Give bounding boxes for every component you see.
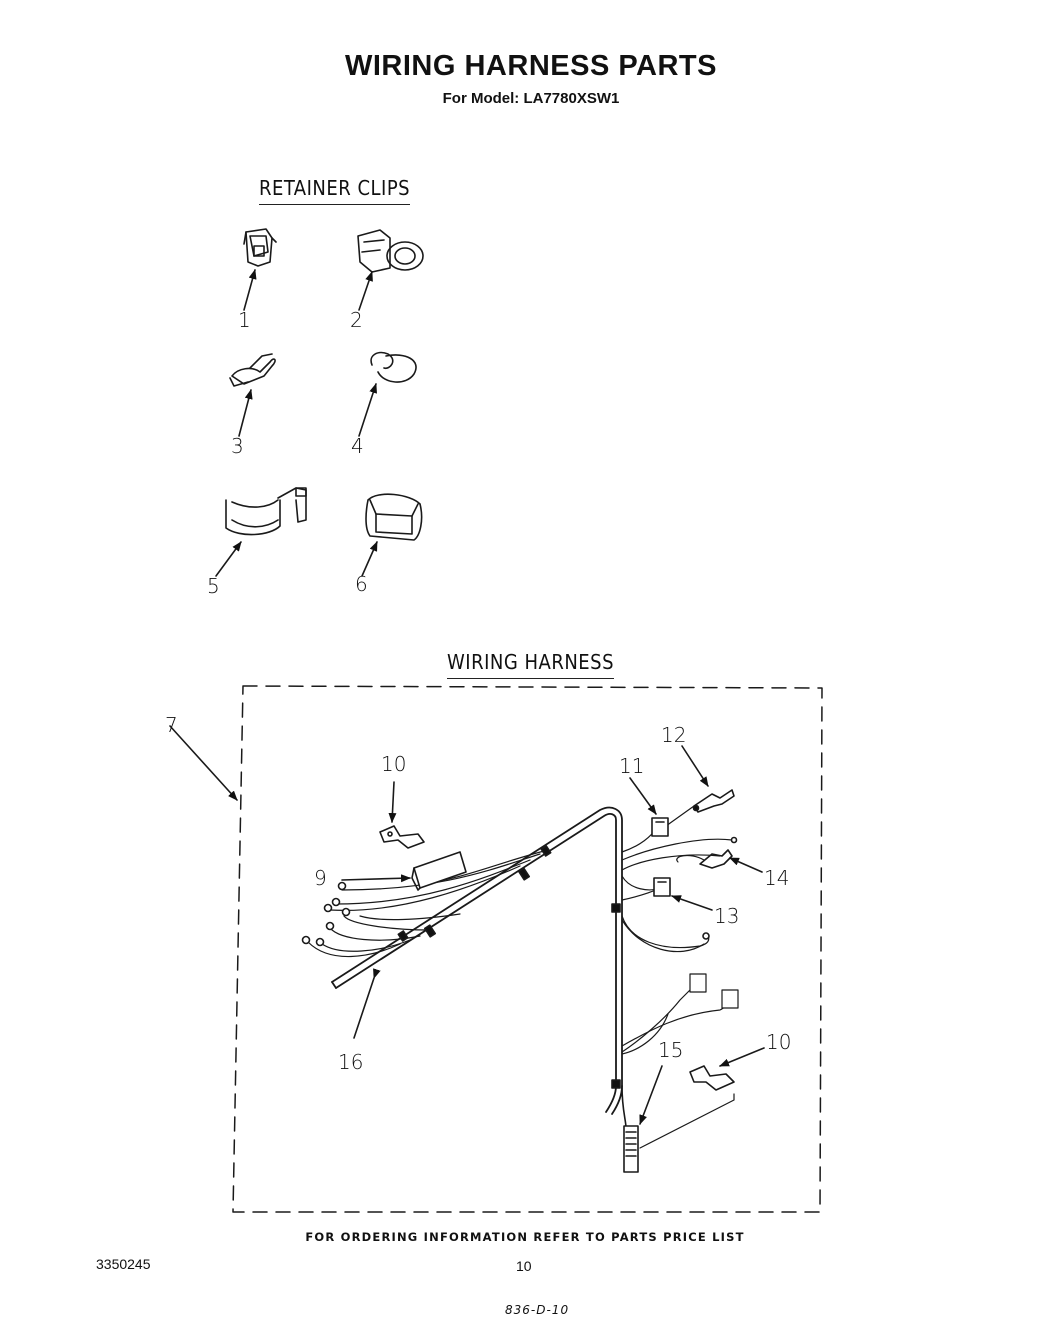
page-number: 10: [516, 1258, 532, 1274]
ordering-note: FOR ORDERING INFORMATION REFER TO PARTS …: [305, 1230, 745, 1244]
connector-11: [651, 817, 669, 837]
heading-underline: [259, 204, 411, 205]
leader-line-7: [169, 725, 238, 801]
callout-14: 14: [764, 866, 790, 890]
harness-right-branches: [621, 805, 733, 953]
lower-right-connectors: [621, 973, 739, 1055]
wiring-harness-heading-text: WIRING HARNESS: [447, 650, 615, 674]
leader-line-12: [681, 745, 709, 787]
clip-2-drawing: [357, 229, 424, 273]
leader-line-15: [639, 1065, 663, 1125]
callout-5: 5: [207, 574, 220, 598]
callout-3: 3: [231, 434, 244, 458]
terminal-10-upper: [379, 825, 425, 849]
clip-1-drawing: [243, 228, 277, 267]
leader-line-14: [729, 857, 763, 873]
clip-3-drawing: [229, 353, 276, 387]
leader-line-10-upper: [388, 781, 397, 823]
terminal-12: [692, 789, 735, 813]
clip-6-drawing: [365, 493, 423, 541]
callout-12: 12: [661, 723, 687, 747]
leader-line-13: [671, 895, 713, 911]
callout-1: 1: [238, 308, 251, 332]
leader-line-11: [629, 777, 657, 815]
leader-line-3: [238, 389, 253, 437]
callout-7: 7: [165, 713, 178, 737]
terminal-10-lower: [639, 1065, 735, 1149]
model-line: For Model: LA7780XSW1: [442, 90, 620, 107]
page-title: WIRING HARNESS PARTS: [345, 50, 717, 82]
callout-4: 4: [351, 434, 364, 458]
clip-4-drawing: [370, 351, 417, 383]
leader-line-2: [358, 271, 373, 311]
leader-line-9: [341, 874, 411, 883]
leader-line-1: [243, 269, 257, 311]
terminal-14: [699, 836, 738, 869]
heading-underline: [447, 678, 615, 679]
terminal-block-15: [621, 1085, 639, 1173]
callout-10-lower: 10: [766, 1030, 792, 1054]
leader-line-5: [215, 541, 242, 577]
callout-6: 6: [355, 572, 368, 596]
leader-line-6: [361, 541, 378, 577]
harness-frame-dashed: [232, 685, 823, 1213]
retainer-clips-heading: RETAINER CLIPS: [259, 176, 411, 205]
callout-10-upper: 10: [381, 752, 407, 776]
callout-13: 13: [714, 904, 740, 928]
connector-block-9: [411, 851, 467, 891]
callout-9: 9: [314, 866, 327, 890]
connector-13: [653, 877, 671, 897]
tie-wraps: [397, 845, 621, 1089]
document-number: 3350245: [96, 1256, 151, 1272]
clip-5-drawing: [225, 487, 307, 536]
callout-15: 15: [658, 1038, 684, 1062]
harness-trunk: [331, 806, 623, 1115]
retainer-clips-heading-text: RETAINER CLIPS: [259, 176, 411, 200]
leader-line-16: [353, 968, 381, 1039]
callout-16: 16: [338, 1050, 364, 1074]
callout-11: 11: [619, 754, 645, 778]
ring-terminals: [301, 881, 351, 947]
leader-line-4: [358, 383, 378, 437]
callout-2: 2: [350, 308, 363, 332]
ring-terminal: [702, 932, 710, 940]
wiring-harness-heading: WIRING HARNESS: [447, 650, 615, 679]
handwritten-code: 836-D-10: [505, 1303, 570, 1317]
leader-line-10-lower: [719, 1047, 765, 1067]
